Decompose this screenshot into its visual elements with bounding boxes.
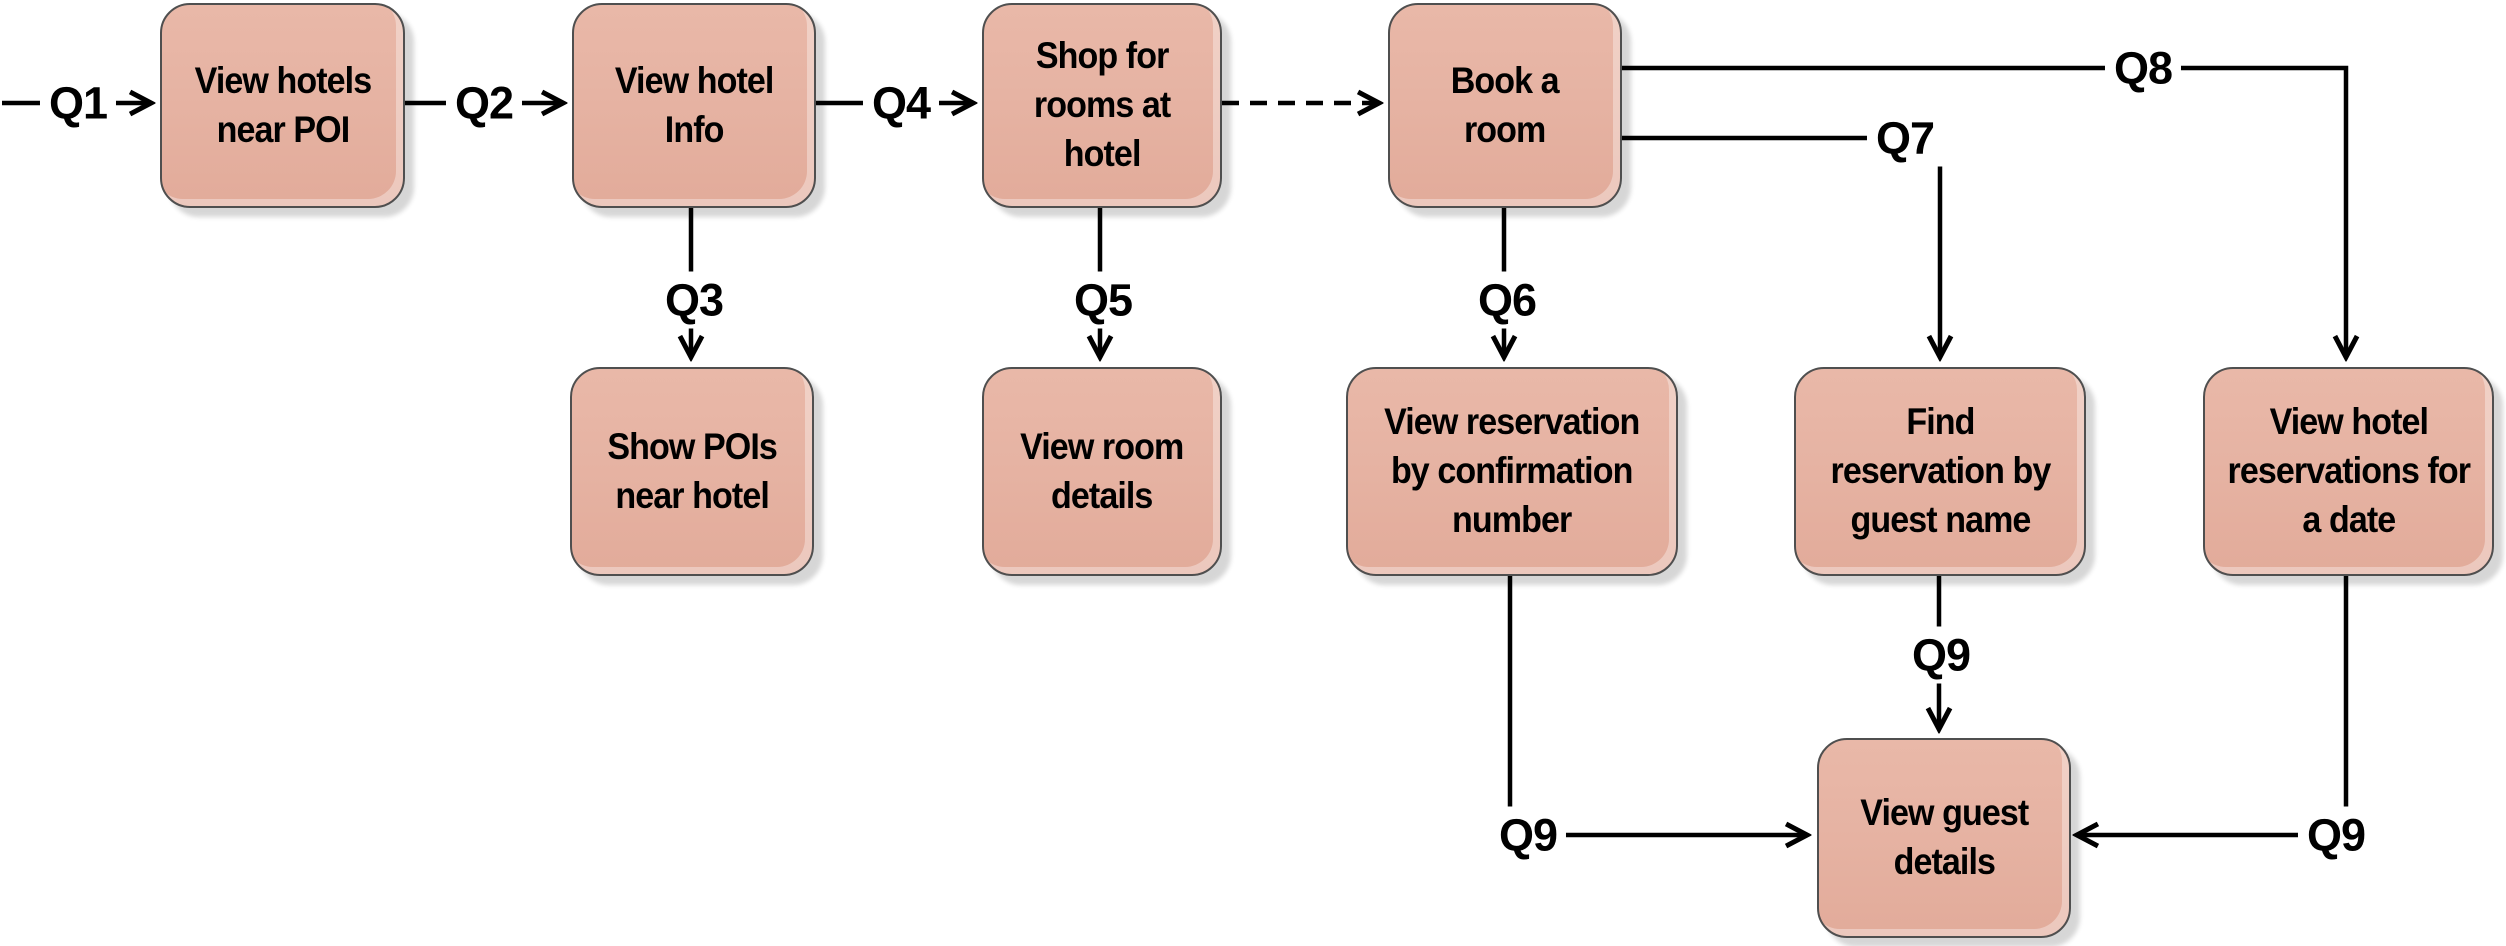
node-label: View reservation by confirmation number [1384, 401, 1640, 540]
edge-label-q2: Q2 [445, 74, 523, 132]
node-label: View hotel Info [614, 59, 774, 150]
edge-q9-from-confirmation-line [1507, 574, 1806, 835]
node-view-guest-details: View guest details [1817, 738, 2071, 938]
node-find-reservation-by-guest-name: Find reservation by guest name [1794, 367, 2086, 576]
node-label: View hotel reservations for a date [2227, 401, 2470, 540]
node-book-a-room: Book a room [1388, 3, 1622, 208]
edge-label-q9-from-confirmation: Q9 [1489, 806, 1567, 864]
node-label: Shop for rooms at hotel [1033, 35, 1171, 174]
node-label: View hotels near POI [194, 59, 371, 150]
node-label: Show POIs near hotel [607, 425, 777, 516]
node-label: Book a room [1451, 59, 1560, 150]
edge-label-q5: Q5 [1064, 271, 1142, 329]
edge-label-q3: Q3 [655, 271, 733, 329]
edge-label-q4: Q4 [862, 74, 940, 132]
node-shop-for-rooms-at-hotel: Shop for rooms at hotel [982, 3, 1222, 208]
node-view-reservation-by-confirmation-number: View reservation by confirmation number [1346, 367, 1678, 576]
node-show-pois-near-hotel: Show POIs near hotel [570, 367, 814, 576]
edge-label-q6: Q6 [1468, 271, 1546, 329]
node-label: View guest details [1859, 792, 2029, 882]
edge-q9-from-date-line [2078, 574, 2349, 835]
edge-label-q8: Q8 [2104, 39, 2182, 97]
edge-label-q9-from-guest-name: Q9 [1902, 626, 1980, 684]
node-view-hotels-near-poi: View hotels near POI [160, 3, 405, 208]
edge-label-q1: Q1 [39, 74, 117, 132]
edge-q7-line [1620, 135, 1940, 356]
node-view-hotel-reservations-for-a-date: View hotel reservations for a date [2203, 367, 2494, 576]
edge-label-q7: Q7 [1866, 109, 1944, 167]
edge-label-q9-from-date: Q9 [2297, 806, 2375, 864]
node-view-room-details: View room details [982, 367, 1222, 576]
edge-q8-line [1620, 65, 2346, 356]
node-view-hotel-info: View hotel Info [572, 3, 816, 208]
node-label: View room details [1020, 425, 1184, 516]
node-label: Find reservation by guest name [1830, 401, 2051, 540]
